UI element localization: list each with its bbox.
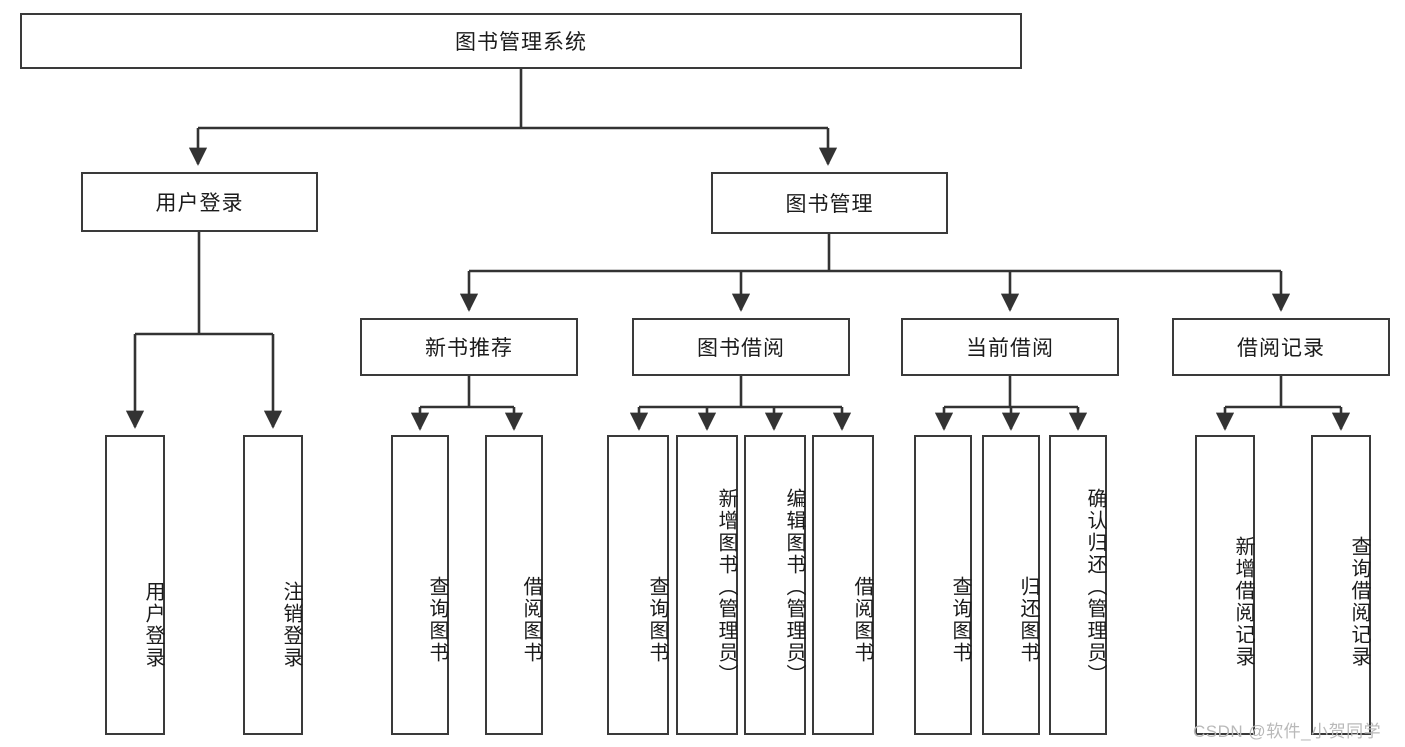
node-label: 归还图书 [1017, 576, 1039, 664]
leaf-borrow-book-nb[interactable]: 借阅图书 [485, 435, 543, 735]
node-label: 新增图书（管理员） [715, 488, 737, 686]
node-label: 查询图书 [949, 576, 971, 664]
node-user-login[interactable]: 用户登录 [81, 172, 318, 232]
node-new-book-recommend[interactable]: 新书推荐 [360, 318, 578, 376]
leaf-borrow-book-bb[interactable]: 借阅图书 [812, 435, 874, 735]
node-label: 确认归还（管理员） [1084, 488, 1106, 686]
node-label: 图书借阅 [697, 337, 785, 360]
node-label: 用户登录 [155, 192, 244, 215]
leaf-user-login[interactable]: 用户登录 [105, 435, 165, 735]
leaf-query-book-nb[interactable]: 查询图书 [391, 435, 449, 735]
watermark-text: CSDN @软件_小贺同学 [1193, 722, 1382, 741]
node-book-borrow[interactable]: 图书借阅 [632, 318, 850, 376]
node-label: 注销登录 [280, 581, 302, 669]
leaf-query-borrow-record[interactable]: 查询借阅记录 [1311, 435, 1371, 735]
node-label: 借阅图书 [851, 576, 873, 664]
leaf-return-book[interactable]: 归还图书 [982, 435, 1040, 735]
node-book-management[interactable]: 图书管理 [711, 172, 948, 234]
node-label: 编辑图书（管理员） [783, 488, 805, 686]
node-borrow-records[interactable]: 借阅记录 [1172, 318, 1390, 376]
node-label: 借阅记录 [1237, 337, 1325, 360]
node-label: 借阅图书 [520, 576, 542, 664]
leaf-edit-book-admin[interactable]: 编辑图书（管理员） [744, 435, 806, 735]
node-label: 查询借阅记录 [1348, 536, 1370, 668]
node-root-system[interactable]: 图书管理系统 [20, 13, 1022, 69]
node-label: 查询图书 [646, 576, 668, 664]
leaf-logout[interactable]: 注销登录 [243, 435, 303, 735]
node-label: 用户登录 [142, 581, 164, 669]
node-label: 图书管理系统 [455, 31, 587, 54]
node-current-borrow[interactable]: 当前借阅 [901, 318, 1119, 376]
leaf-confirm-return-admin[interactable]: 确认归还（管理员） [1049, 435, 1107, 735]
leaf-query-book-bb[interactable]: 查询图书 [607, 435, 669, 735]
leaf-query-book-cb[interactable]: 查询图书 [914, 435, 972, 735]
node-label: 新书推荐 [425, 337, 513, 360]
node-label: 图书管理 [785, 193, 874, 216]
node-label: 当前借阅 [966, 337, 1054, 360]
leaf-add-book-admin[interactable]: 新增图书（管理员） [676, 435, 738, 735]
leaf-add-borrow-record[interactable]: 新增借阅记录 [1195, 435, 1255, 735]
node-label: 新增借阅记录 [1232, 536, 1254, 668]
node-label: 查询图书 [426, 576, 448, 664]
